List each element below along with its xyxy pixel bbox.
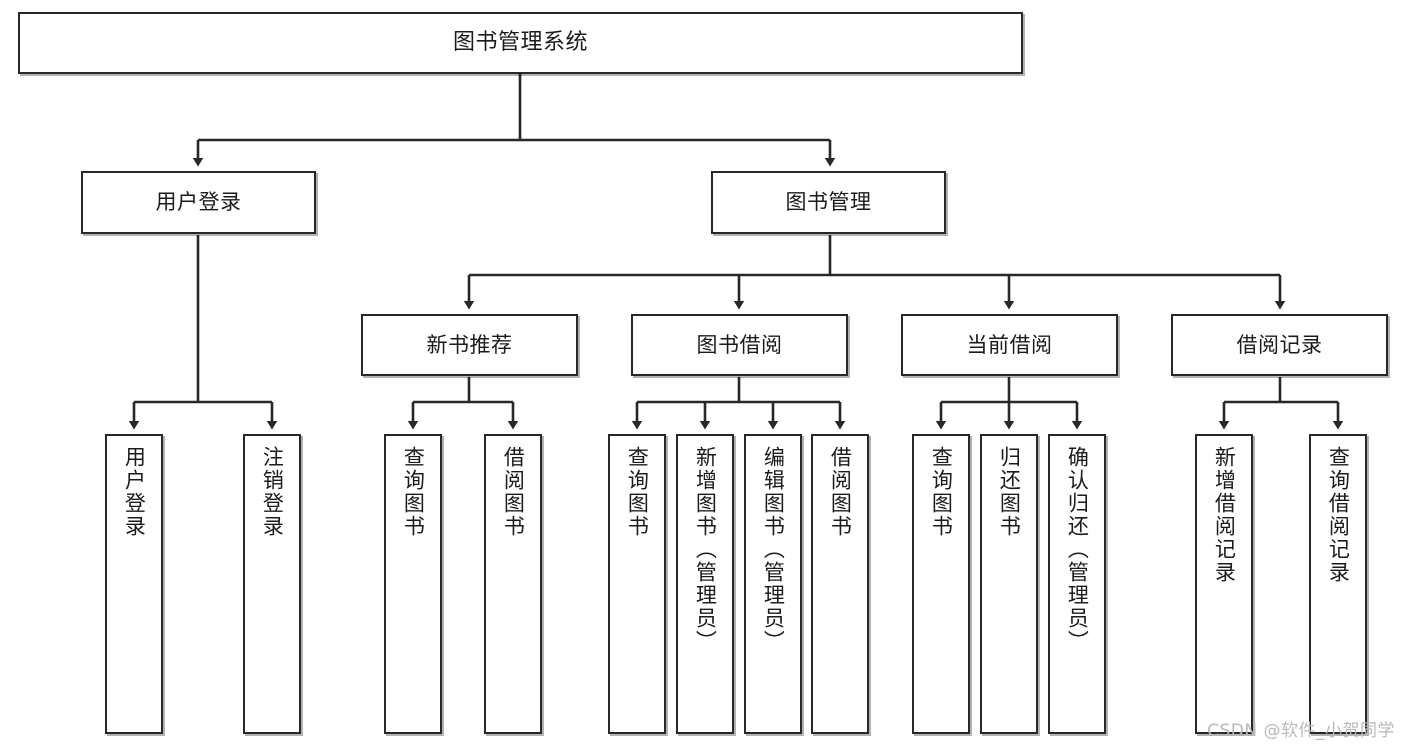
node-label: 图书借阅 [696,332,783,357]
node-label: 注销登录 [260,446,285,538]
csdn-watermark: CSDN @软件_小贺同学 [1207,721,1395,741]
leaf-borrow-query-book[interactable]: 查询图书 [608,434,666,734]
leaf-recommend-query-book[interactable]: 查询图书 [384,434,442,734]
node-label: 查询图书 [625,446,650,538]
node-new-book-recommend[interactable]: 新书推荐 [361,314,578,376]
leaf-user-login-signin[interactable]: 用户登录 [105,434,163,734]
node-label: 借阅图书 [828,446,853,538]
leaf-borrow-edit-book[interactable]: 编辑图书（管理员） [744,434,802,734]
node-label: 确认归还（管理员） [1065,446,1090,653]
leaf-record-add-record[interactable]: 新增借阅记录 [1195,434,1253,734]
node-root-system[interactable]: 图书管理系统 [18,12,1023,74]
node-label: 编辑图书（管理员） [761,446,786,653]
node-book-borrow[interactable]: 图书借阅 [631,314,848,376]
node-label: 图书管理 [785,190,872,215]
leaf-current-return-book[interactable]: 归还图书 [980,434,1038,734]
leaf-borrow-add-book[interactable]: 新增图书（管理员） [676,434,734,734]
node-label: 用户登录 [122,446,147,538]
node-label: 当前借阅 [966,332,1053,357]
node-user-login[interactable]: 用户登录 [81,171,316,234]
leaf-recommend-borrow-book[interactable]: 借阅图书 [484,434,542,734]
node-label: 借阅图书 [501,446,526,538]
node-label: 用户登录 [155,190,242,215]
node-label: 查询借阅记录 [1326,446,1351,584]
node-label: 借阅记录 [1236,332,1323,357]
node-book-management[interactable]: 图书管理 [711,171,946,234]
node-label: 新书推荐 [426,332,513,357]
node-label: 归还图书 [997,446,1022,538]
node-label: 新增图书（管理员） [693,446,718,653]
leaf-borrow-borrow-book[interactable]: 借阅图书 [811,434,869,734]
leaf-current-confirm-return[interactable]: 确认归还（管理员） [1048,434,1106,734]
node-label: 新增借阅记录 [1212,446,1237,584]
node-borrow-record[interactable]: 借阅记录 [1171,314,1388,376]
leaf-user-login-signout[interactable]: 注销登录 [243,434,301,734]
node-label: 图书管理系统 [452,30,588,56]
node-current-borrow[interactable]: 当前借阅 [901,314,1118,376]
node-label: 查询图书 [929,446,954,538]
leaf-current-query-book[interactable]: 查询图书 [912,434,970,734]
node-label: 查询图书 [401,446,426,538]
leaf-record-query-record[interactable]: 查询借阅记录 [1309,434,1367,734]
